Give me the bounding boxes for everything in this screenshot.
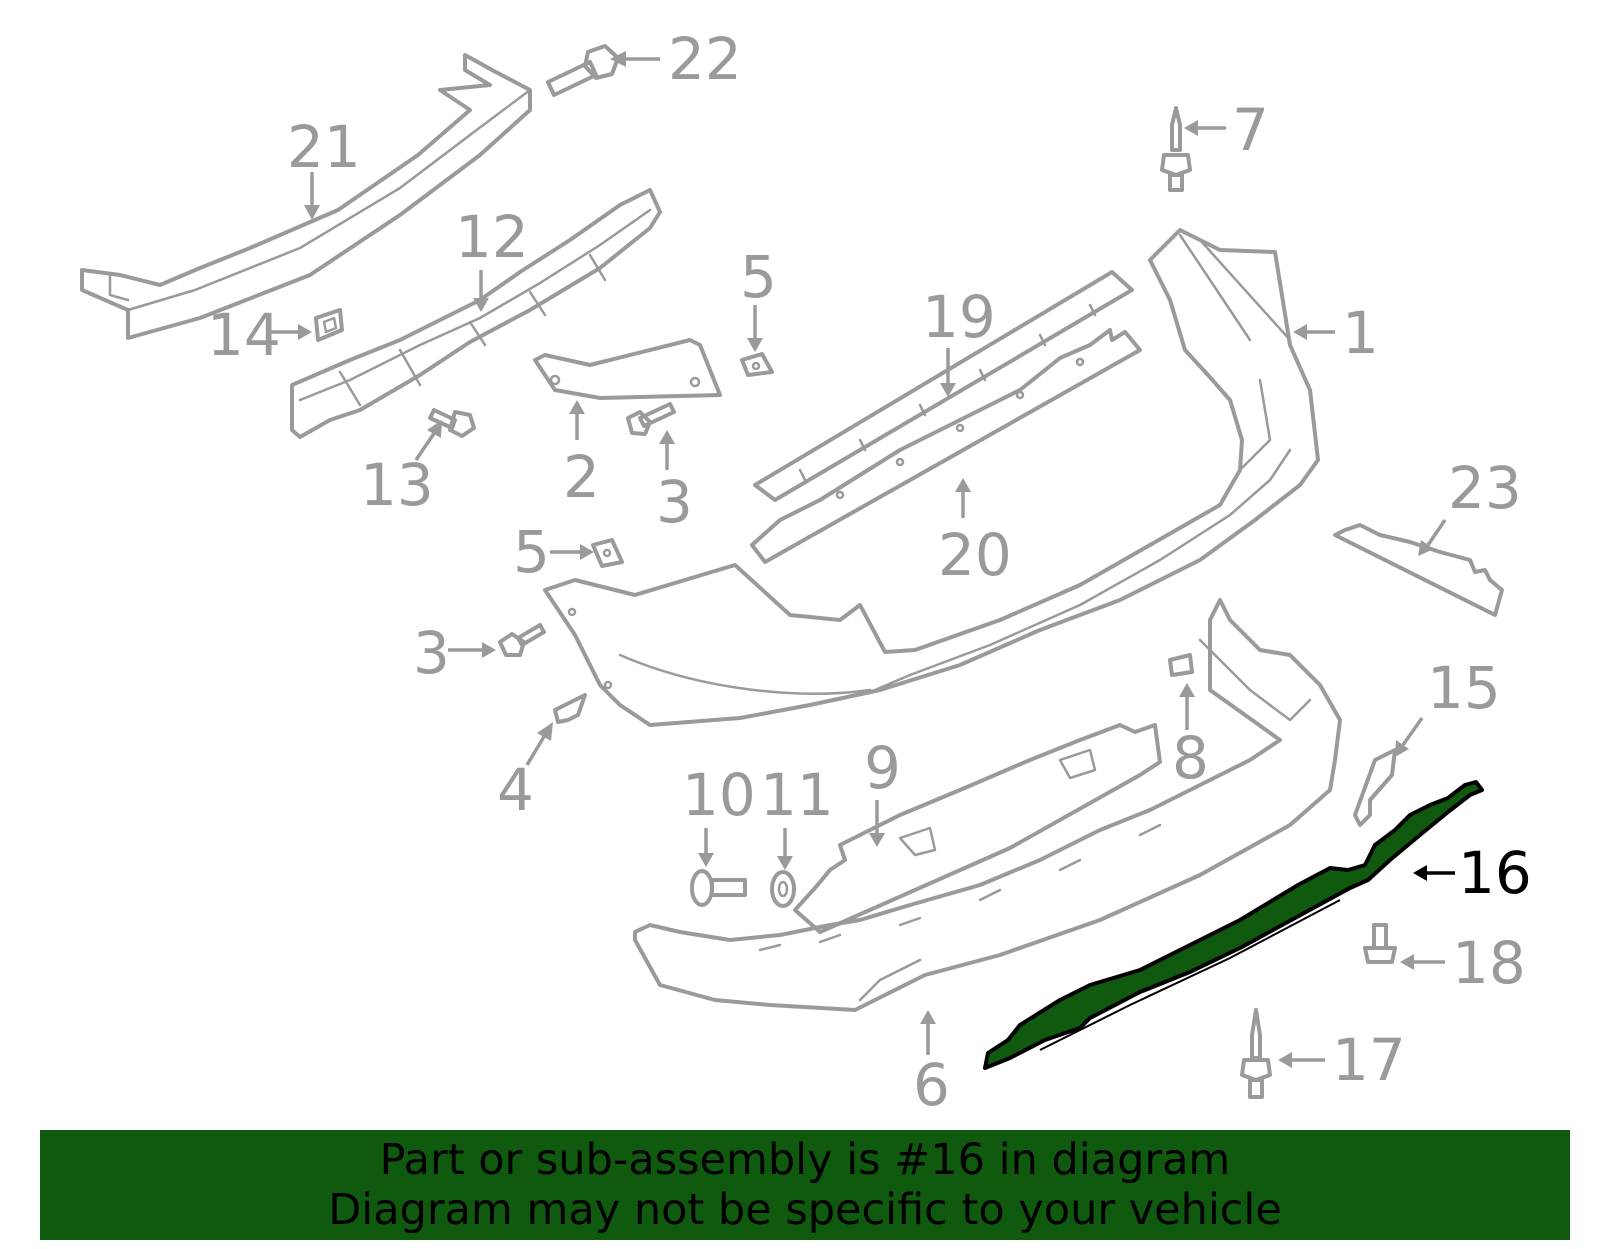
part-1-bumper-cover[interactable] <box>543 228 1320 727</box>
part-19-step-pad[interactable] <box>753 270 1134 502</box>
part-3-bolt-lower[interactable] <box>498 623 546 657</box>
part-11-washer[interactable] <box>770 870 796 908</box>
callout-22: 22 <box>668 25 742 93</box>
parts-diagram: 21 22 12 14 13 2 3 5 7 1 19 20 5 3 4 23 … <box>80 25 1532 1119</box>
part-13-bolt[interactable] <box>428 408 476 438</box>
part-21-reinforcement-beam[interactable] <box>80 53 532 340</box>
banner-line-2: Diagram may not be specific to your vehi… <box>328 1185 1282 1235</box>
part-16-skid-plate[interactable] <box>983 780 1484 1070</box>
part-15-bracket[interactable] <box>1353 748 1397 827</box>
callout-23: 23 <box>1448 454 1522 522</box>
callout-6: 6 <box>913 1051 950 1119</box>
callout-13: 13 <box>360 451 434 519</box>
part-7-push-pin[interactable] <box>1160 106 1192 192</box>
part-18-push-pin[interactable] <box>1363 923 1397 964</box>
callout-1: 1 <box>1342 299 1379 367</box>
part-4-pin[interactable] <box>553 693 587 724</box>
part-5-clip-upper[interactable] <box>740 352 774 377</box>
part-12-energy-absorber[interactable] <box>290 188 662 439</box>
callout-17: 17 <box>1332 1026 1406 1094</box>
callout-10: 10 <box>682 761 756 829</box>
part-22-bolt[interactable] <box>546 44 620 97</box>
callout-7: 7 <box>1232 96 1269 164</box>
callout-9: 9 <box>864 734 901 802</box>
callout-16: 16 <box>1458 839 1532 907</box>
callout-20: 20 <box>938 521 1012 589</box>
info-banner: Part or sub-assembly is #16 in diagram D… <box>40 1130 1570 1240</box>
part-8-clip[interactable] <box>1168 653 1194 677</box>
part-9-support-bracket[interactable] <box>793 723 1162 934</box>
part-5-clip-lower[interactable] <box>591 538 624 568</box>
callout-lines <box>270 51 1455 1068</box>
callout-2: 2 <box>563 443 600 511</box>
callout-12: 12 <box>455 203 529 271</box>
part-14-clip[interactable] <box>314 308 344 342</box>
callout-18: 18 <box>1452 929 1526 997</box>
callout-19: 19 <box>922 283 996 351</box>
part-2-bracket[interactable] <box>533 338 722 400</box>
part-10-push-pin[interactable] <box>690 869 747 907</box>
part-23-trim-strip[interactable] <box>1333 523 1504 617</box>
callout-15: 15 <box>1427 654 1501 722</box>
part-3-bolt-upper[interactable] <box>626 402 676 436</box>
part-20-retainer[interactable] <box>750 328 1142 564</box>
callout-21: 21 <box>287 113 361 181</box>
callout-3-upper: 3 <box>656 468 693 536</box>
callout-3-lower: 3 <box>413 619 450 687</box>
callout-5-lower: 5 <box>513 518 550 586</box>
callout-5-upper: 5 <box>740 243 777 311</box>
callout-labels: 21 22 12 14 13 2 3 5 7 1 19 20 5 3 4 23 … <box>207 25 1532 1119</box>
callout-8: 8 <box>1172 724 1209 792</box>
part-17-push-pin[interactable] <box>1240 1008 1272 1099</box>
callout-4: 4 <box>497 756 534 824</box>
callout-11: 11 <box>760 761 834 829</box>
part-6-valance[interactable] <box>633 598 1342 1012</box>
banner-line-1: Part or sub-assembly is #16 in diagram <box>379 1135 1231 1185</box>
callout-14: 14 <box>207 301 281 369</box>
